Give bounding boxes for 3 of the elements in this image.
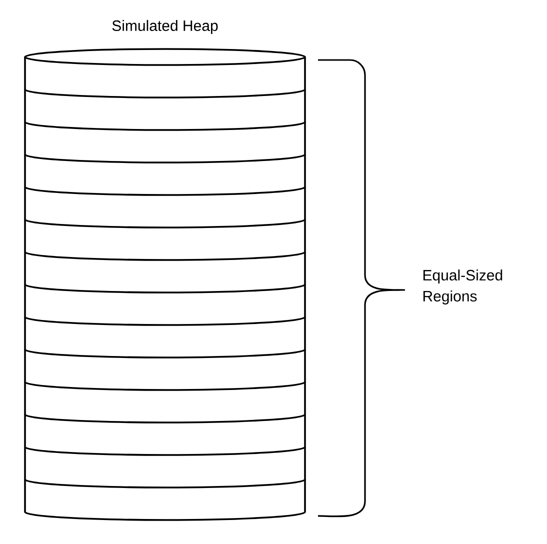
title: Simulated Heap (112, 20, 218, 34)
region-label: Equal-Sized Regions (423, 270, 502, 304)
cylinder-drawing (24, 48, 306, 521)
